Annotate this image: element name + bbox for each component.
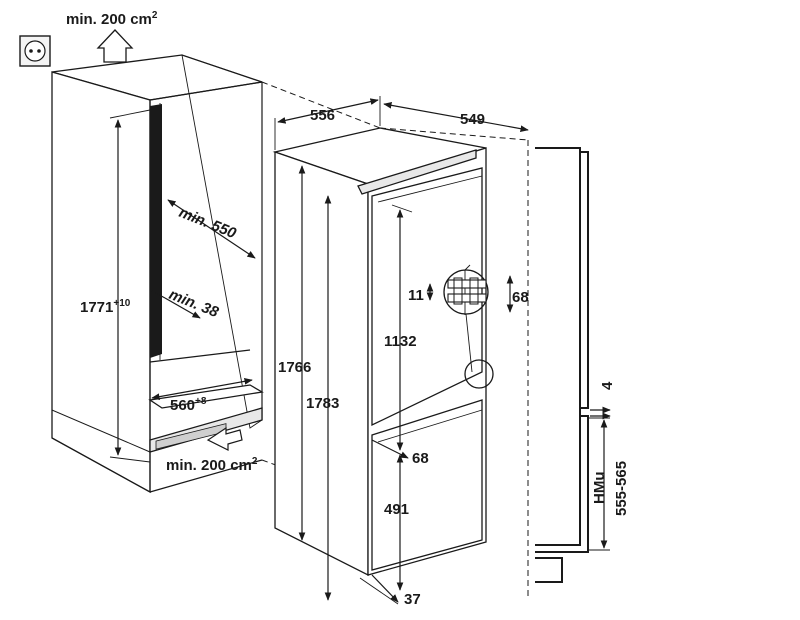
socket-icon: [19, 35, 51, 67]
appliance-height-label: 1766: [278, 359, 311, 376]
hmu-label: HMu: [591, 472, 608, 505]
plinth-label: 37: [404, 591, 421, 608]
hmu-dimension: [588, 417, 610, 551]
hmu-range-label: 555-565: [613, 461, 630, 516]
appliance-width-label: 556: [310, 107, 335, 124]
min-gap-dimension: [149, 289, 201, 319]
niche-width-label: 560+8: [170, 396, 207, 414]
niche-height-dimension: [109, 109, 151, 463]
niche-height-label: 1771+10: [80, 298, 131, 316]
min-gap-label: min. 38: [167, 286, 222, 321]
niche-width-dimension: [151, 378, 253, 400]
min-depth-label: min. 550: [177, 204, 240, 242]
hinge-gap-label: 11: [408, 287, 424, 304]
door-gap-label: 68: [412, 450, 429, 467]
hinge-detail: [426, 264, 514, 389]
airflow-arrow-up-icon: [96, 29, 134, 63]
cabinet-niche: [51, 54, 264, 494]
side-profile: [527, 140, 589, 600]
fridge-door-dimension: [391, 204, 413, 451]
fridge-door-label: 1132: [384, 333, 417, 350]
side-gap-dimension: [590, 406, 611, 420]
overall-height-label: 1783: [306, 395, 339, 412]
appliance-depth-dimension: [383, 102, 529, 132]
fridge-appliance: [272, 127, 487, 577]
vent-top-label: min. 200 cm2: [66, 10, 158, 28]
appliance-width-dimension: [274, 96, 381, 150]
side-gap-label: 4: [599, 381, 616, 390]
plinth-dimension: [359, 574, 399, 605]
appliance-depth-label: 549: [460, 111, 485, 128]
freezer-door-label: 491: [384, 501, 409, 518]
vent-bottom-label: min. 200 cm2: [166, 456, 258, 474]
min-depth-dimension: [167, 199, 256, 259]
hinge-offset-label: 68: [512, 289, 529, 306]
airflow-arrow-in-icon: [206, 426, 243, 451]
